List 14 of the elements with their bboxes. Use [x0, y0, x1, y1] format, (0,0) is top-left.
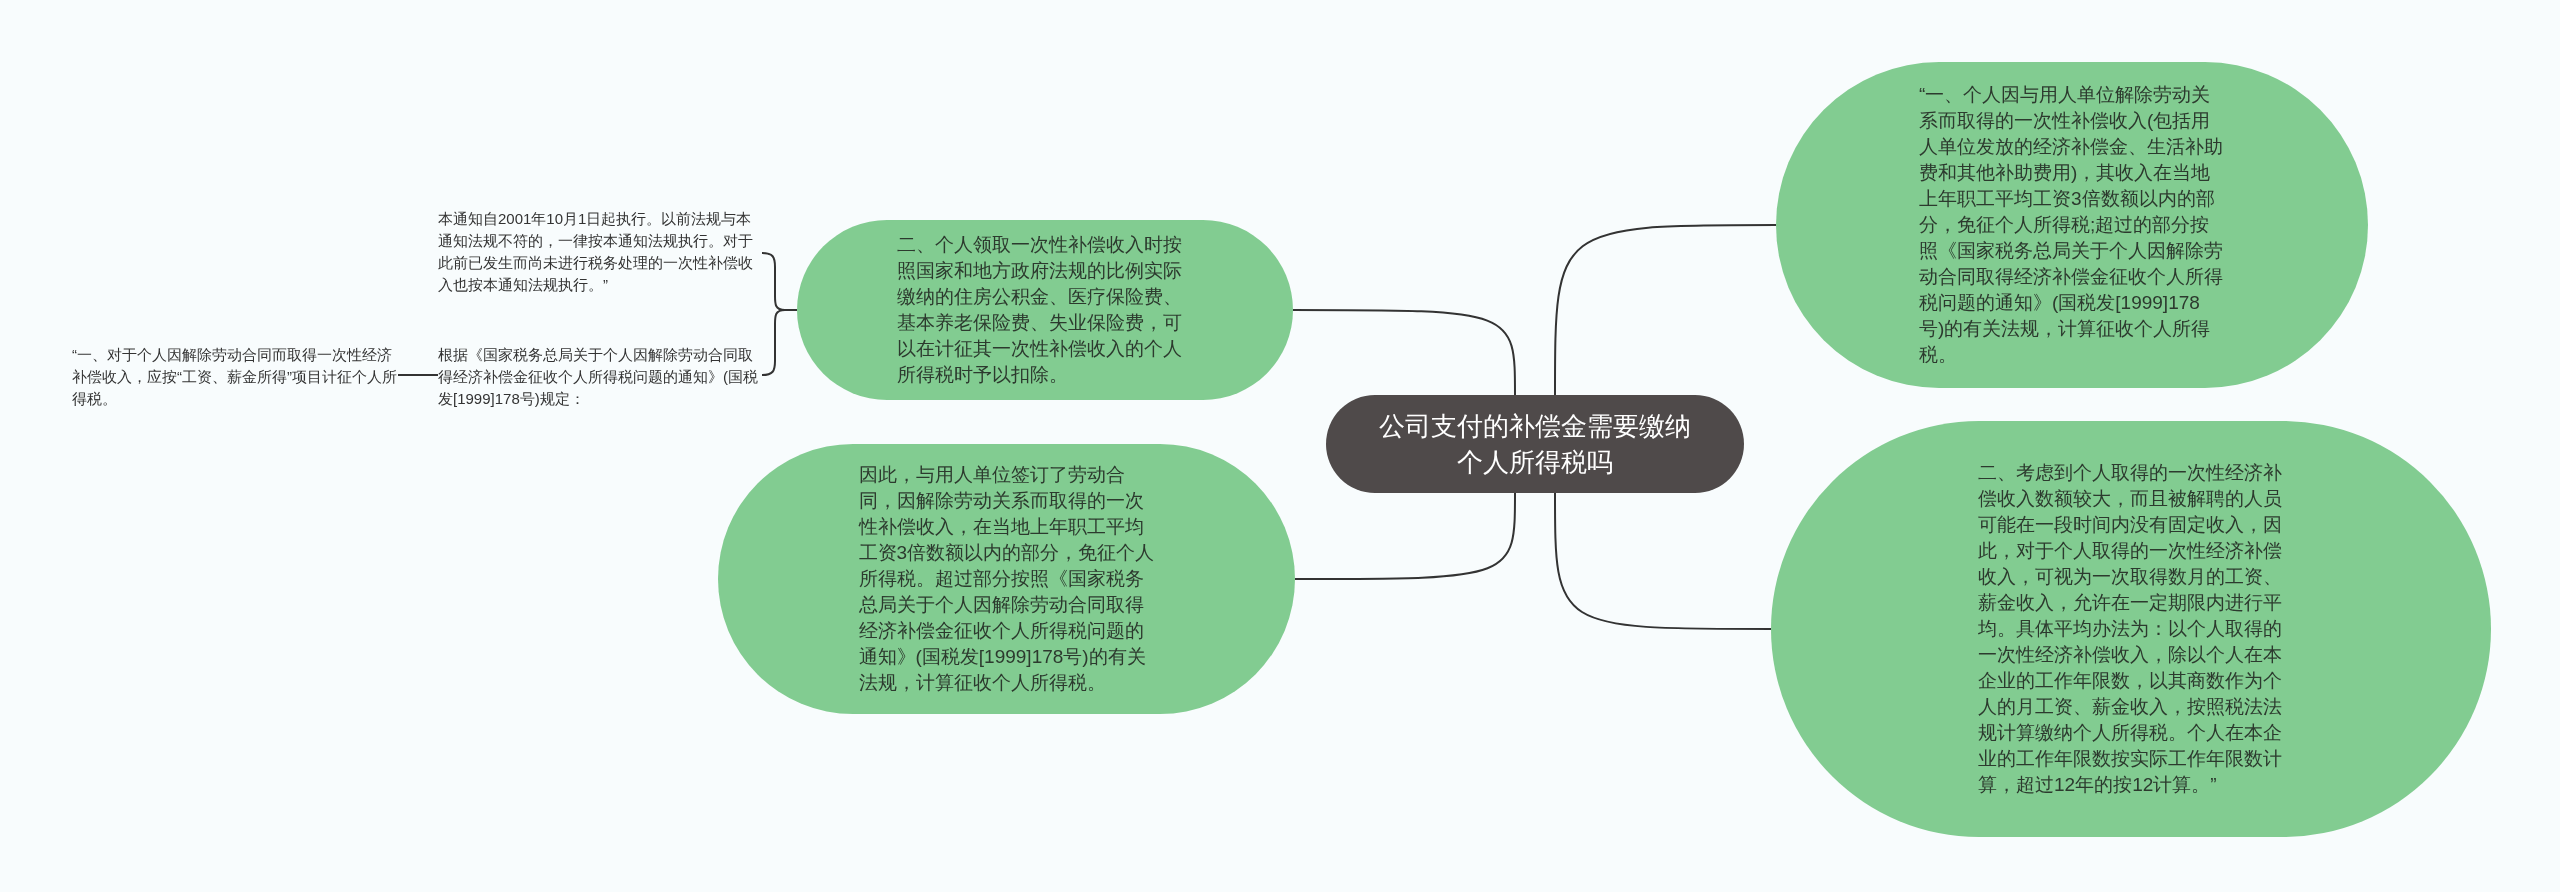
connector-line — [397, 374, 439, 376]
note-text: “一、对于个人因解除劳动合同而取得一次性经济补偿收入，应按“工资、薪金所得”项目计征个人所得税。 — [72, 345, 398, 409]
connector-line — [1554, 224, 1777, 396]
note-text: 根据《国家税务总局关于个人因解除劳动合同取得经济补偿金征收个人所得税问题的通知》(国税发[1999]178号)规定： — [438, 345, 759, 409]
connector-line — [1294, 492, 1516, 580]
topic-text: 二、考虑到个人取得的一次性经济补偿收入数额较大，而且被解聘的人员可能在一段时间内没有固定收入，因此，对于个人取得的一次性经济补偿收入，可视为一次取得数月的工资、薪金收入，允许在一定期限内进行平均。具体平均办法为：以个人取得的一次性经济补偿收入，除以个人在本企业的工作年限数，以其商数作为个人的月工资、薪金收入，按照税法法规计算缴纳个人所得税。个人在本企业的工作年限数按实际工作年限数计算，超过12年的按12计算。” — [1978, 461, 2283, 797]
connector-line — [1292, 309, 1516, 396]
note-text: 本通知自2001年10月1日起执行。以前法规与本通知法规不符的，一律按本通知法规执行。对于此前已发生而尚未进行税务处理的一次性补偿收入也按本通知法规执行。” — [438, 209, 754, 295]
topic-text: 公司支付的补偿金需要缴纳个人所得税吗 — [1378, 410, 1692, 479]
topic-text: 因此，与用人单位签订了劳动合同，因解除劳动关系而取得的一次性补偿收入，在当地上年职工平均工资3倍数额以内的部分，免征个人所得税。超过部分按照《国家税务总局关于个人因解除劳动合同取得经济补偿金征收个人所得税问题的通知》(国税发[1999]178号)的有关法规，计算征收个人所得税。 — [858, 463, 1155, 695]
connector-line — [1554, 492, 1772, 630]
connector-line — [761, 309, 798, 376]
topic-text: “一、个人因与用人单位解除劳动关系而取得的一次性补偿收入(包括用人单位发放的经济补偿金、生活补助费和其他补助费用)，其收入在当地上年职工平均工资3倍数额以内的部分，免征个人所得税;超过的部分按照《国家税务总局关于个人因解除劳动合同取得经济补偿金征收个人所得税问题的通知》(国税发[1999]178号)的有关法规，计算征收个人所得税。 — [1919, 83, 2224, 367]
topic-text: 二、个人领取一次性补偿收入时按照国家和地方政府法规的比例实际缴纳的住房公积金、医疗保险费、基本养老保险费、失业保险费，可以在计征其一次性补偿收入的个人所得税时予以扣除。 — [897, 233, 1183, 387]
